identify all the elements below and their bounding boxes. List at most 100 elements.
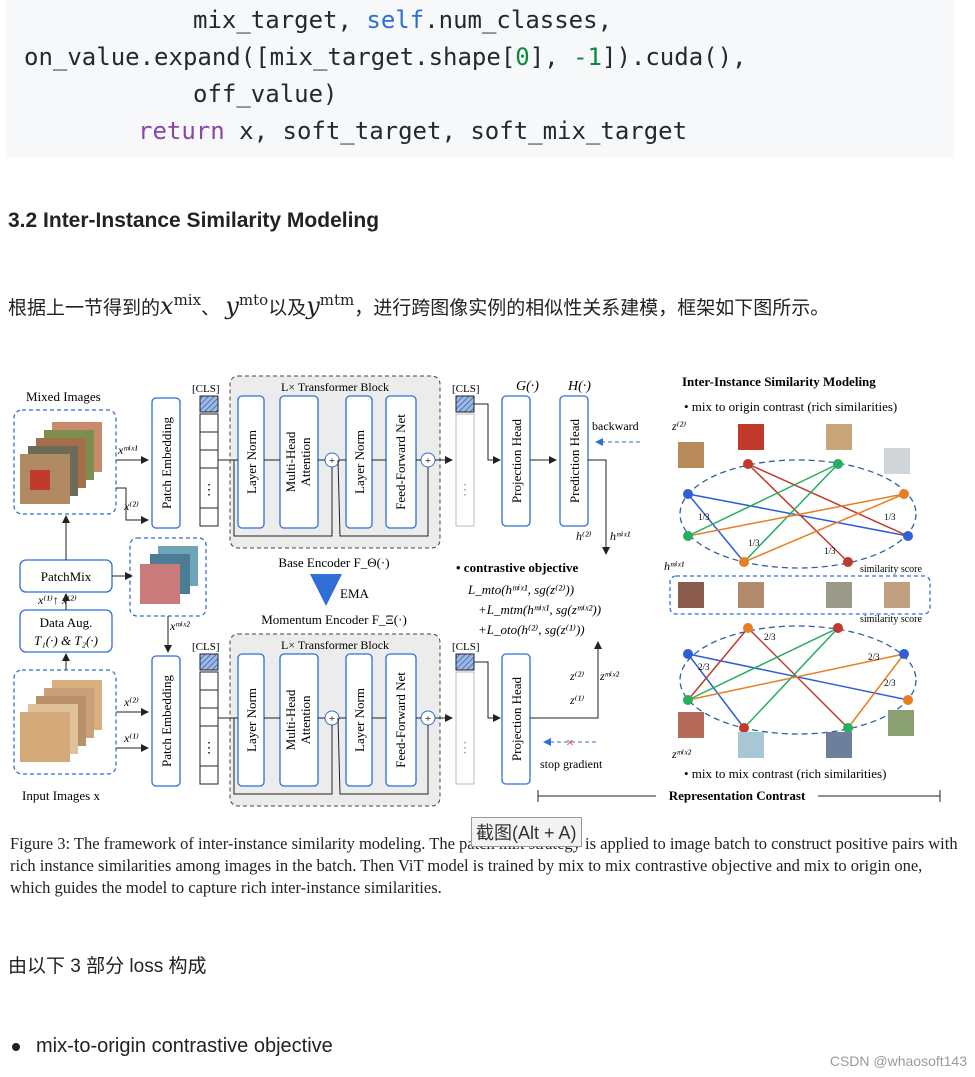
similarity-score-1: similarity score (860, 564, 922, 575)
data-aug-transforms: T₁(·) & T₂(·) (34, 633, 98, 648)
code-line-1: mix_target, self.num_classes, (193, 6, 612, 34)
figure-caption: Figure 3: The framework of inter-instanc… (10, 834, 958, 897)
svg-text:1/3: 1/3 (824, 546, 836, 556)
svg-text:2/3: 2/3 (764, 632, 776, 642)
svg-text:+: + (329, 455, 335, 467)
h-label: H(·) (567, 379, 591, 394)
representation-contrast-label: Representation Contrast (669, 788, 806, 803)
projection-head-bottom (501, 653, 531, 785)
input-images-label: Input Images x (22, 788, 100, 803)
list-item-text: mix-to-origin contrastive objective (36, 1035, 333, 1057)
framework-diagram: Mixed Images Input Images x Data Aug. T₁… (13, 374, 941, 807)
layer-norm-label: Layer Norm (244, 688, 259, 752)
code-token: ]).cuda(), (602, 43, 747, 71)
output-tokens-top: ⋮ (455, 395, 501, 527)
x2-bottom-label: x⁽²⁾ (123, 695, 139, 709)
math-sup: mix (173, 291, 202, 309)
cls-out-top: [CLS] (452, 383, 480, 395)
projection-head-bottom-label: Projection Head (509, 676, 524, 761)
z2-panel-label: z⁽²⁾ (671, 419, 686, 433)
zmix2-label: zᵐⁱˣ² (599, 669, 619, 683)
svg-text:+: + (329, 713, 335, 725)
prediction-head (559, 395, 589, 527)
token-column-bottom: ⋮ (199, 653, 219, 785)
ffn-label: Feed-Forward Net (393, 414, 408, 510)
svg-text:1/3: 1/3 (884, 512, 896, 522)
z1-label: z⁽¹⁾ (569, 693, 584, 707)
mix-to-origin-label: • mix to origin contrast (rich similarit… (684, 399, 897, 414)
x2-top-label: x⁽²⁾ (123, 499, 139, 513)
transformer-bottom-layers: Layer Norm Multi-Head Attention + Layer … (218, 653, 453, 795)
transformer-block-bottom-label: L× Transformer Block (281, 638, 389, 652)
mixed-images-box (13, 409, 117, 515)
mha-label-2: Attention (298, 437, 313, 487)
loss-mto: L_mto(hᵐⁱˣ¹, sg(z⁽²⁾)) (467, 582, 574, 597)
loss-mtm: +L_mtm(hᵐⁱˣ¹, sg(zᵐⁱˣ²)) (478, 602, 601, 617)
patch-embedding-top (151, 397, 181, 529)
code-token: mix_target, (193, 6, 367, 34)
math-x: x (160, 292, 174, 320)
mixed-image-stack (20, 422, 102, 504)
zmix2-panel-label: zᵐⁱˣ² (671, 747, 691, 761)
code-line-4: return x, soft_target, soft_mix_target (138, 117, 687, 145)
code-line-2: on_value.expand([mix_target.shape[0], -1… (24, 43, 747, 71)
backward-label: backward (592, 419, 639, 433)
list-item: mix-to-origin contrastive objective (12, 1035, 333, 1058)
iism-title: Inter-Instance Similarity Modeling (682, 374, 876, 389)
x1-x2-label: x⁽¹⁾↑ x⁽²⁾ (37, 593, 77, 607)
cls-label-bottom: [CLS] (192, 641, 220, 653)
patchmix-label: PatchMix (41, 569, 92, 584)
code-block: mix_target, self.num_classes, on_value.e… (6, 0, 954, 158)
math-y: y (225, 292, 239, 320)
origin-ellipse (679, 459, 917, 569)
patch-embedding-bottom (151, 655, 181, 787)
svg-text:⋮: ⋮ (202, 483, 216, 498)
patch-embedding-top-label: Patch Embedding (159, 416, 174, 509)
code-token: .num_classes, (424, 6, 613, 34)
mixed-thumbnails-box (669, 575, 931, 615)
patch-embedding-bottom-label: Patch Embedding (159, 674, 174, 767)
svg-text:+: + (425, 455, 431, 467)
svg-text:×: × (566, 736, 574, 751)
projection-head-top (501, 395, 531, 527)
transformer-block-top-label: L× Transformer Block (281, 380, 389, 394)
svg-text:2/3: 2/3 (698, 662, 710, 672)
data-aug-label: Data Aug. (40, 615, 93, 630)
code-number: 0 (515, 43, 530, 71)
framework-figure: Mixed Images Input Images x Data Aug. T₁… (8, 370, 958, 810)
svg-text:⋮: ⋮ (458, 741, 472, 756)
input-image-stack (20, 680, 102, 762)
hmix1-panel-label: hᵐⁱˣ¹ (664, 559, 685, 573)
loss-intro-paragraph: 由以下 3 部分 loss 构成 (8, 956, 207, 977)
svg-text:1/3: 1/3 (748, 538, 760, 548)
mha-label-2: Attention (298, 695, 313, 745)
cls-out-bottom: [CLS] (452, 641, 480, 653)
intro-paragraph: 根据上一节得到的xmix、 ymto以及ymtm，进行跨图像实例的相似性关系建模… (8, 291, 829, 320)
contrastive-title: • contrastive objective (456, 560, 578, 575)
svg-text:1/3: 1/3 (698, 512, 710, 522)
svg-text:2/3: 2/3 (868, 652, 880, 662)
hmix1-top-label: hᵐⁱˣ¹ (610, 529, 631, 543)
mix-thumbnails (678, 710, 914, 758)
intro-text: 根据上一节得到的 (8, 298, 161, 319)
projection-head-top-label: Projection Head (509, 418, 524, 503)
similarity-score-2: similarity score (860, 614, 922, 625)
svg-text:⋮: ⋮ (458, 483, 472, 498)
base-encoder-label: Base Encoder F_Θ(·) (278, 555, 389, 570)
loss-oto: +L_oto(h⁽²⁾, sg(z⁽¹⁾)) (478, 622, 585, 637)
code-line-3: off_value) (193, 80, 338, 108)
bullet-icon (12, 1042, 20, 1051)
intro-sep: 、 (201, 298, 221, 319)
mha-label-1: Multi-Head (283, 689, 298, 750)
origin-thumbnails (678, 424, 910, 474)
layer-norm-label: Layer Norm (352, 688, 367, 752)
momentum-encoder-label: Momentum Encoder F_Ξ(·) (261, 612, 407, 627)
ffn-label: Feed-Forward Net (393, 672, 408, 768)
svg-text:+: + (425, 713, 431, 725)
similarity-graph-bottom: 2/3 2/3 2/3 2/3 (683, 623, 913, 733)
output-tokens-bottom: ⋮ (455, 653, 501, 785)
prediction-head-label: Prediction Head (567, 418, 582, 503)
g-label: G(·) (516, 379, 539, 394)
screenshot-tooltip: 截图(Alt + A) (471, 817, 582, 847)
code-token: x, soft_target, soft_mix_target (224, 117, 688, 145)
